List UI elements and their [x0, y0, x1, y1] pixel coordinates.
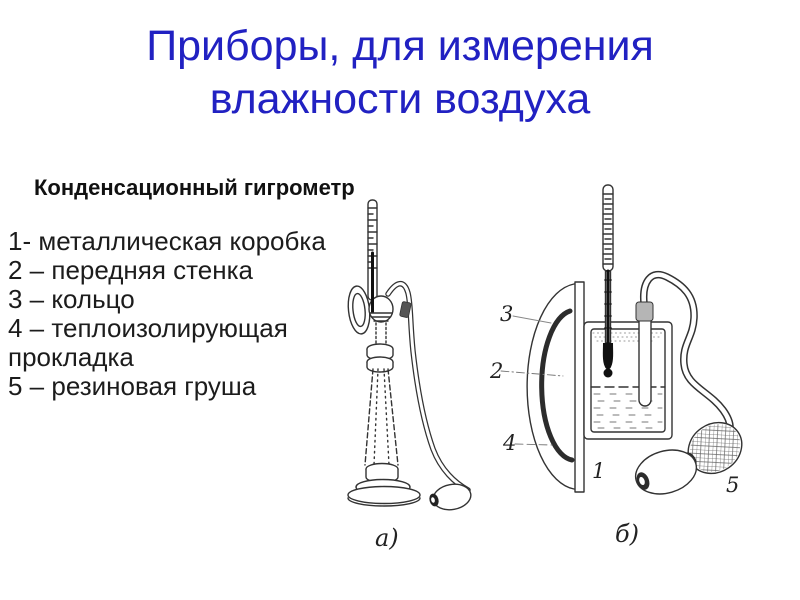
rubber-tube: [385, 281, 471, 493]
slide-title: Приборы, для измерения влажности воздуха: [0, 20, 800, 126]
figure-b-caption: б): [615, 520, 639, 548]
figure-a-hygrometer-on-stand: а): [347, 199, 472, 552]
rubber-tube: [635, 270, 734, 437]
rubber-bulb: [429, 483, 472, 511]
label-box: 1: [592, 459, 605, 483]
label-front-wall: 2: [489, 359, 503, 383]
front-disc: [526, 281, 585, 493]
figure-a-caption: а): [375, 524, 399, 552]
slide-title-line1: Приборы, для измерения: [146, 22, 654, 70]
mirror-ring: [347, 285, 371, 335]
legend-item-5: 5 – резиновая груша: [8, 371, 257, 401]
rubber-bulb-plain: [634, 449, 698, 495]
thermometer: [602, 184, 614, 378]
label-ring: 3: [500, 302, 513, 326]
legend-item-2: 2 – передняя стенка: [8, 255, 254, 285]
glass-tube: [638, 307, 652, 407]
legend-item-1: 1- металлическая коробка: [8, 226, 326, 256]
leader-lines: [500, 315, 564, 446]
legend-item-4: 4 – теплоизолирующая прокладка: [8, 313, 288, 372]
condensation-chamber: [368, 295, 394, 323]
legend-heading: Конденсационный гигрометр: [34, 175, 355, 200]
thermometer: [367, 199, 378, 301]
metal-box: [583, 321, 673, 440]
legend: Конденсационный гигрометр 1- металлическ…: [8, 175, 355, 401]
label-gasket: 4: [502, 431, 516, 455]
legend-item-3: 3 – кольцо: [8, 284, 135, 314]
figure-b-hygrometer-section: 3 2 4 1 5 б): [489, 184, 743, 548]
slide-title-line2: влажности воздуха: [209, 75, 591, 123]
legend-list: 1- металлическая коробка 2 – передняя ст…: [8, 227, 350, 401]
label-bulb: 5: [726, 473, 739, 497]
stand: [347, 322, 421, 507]
